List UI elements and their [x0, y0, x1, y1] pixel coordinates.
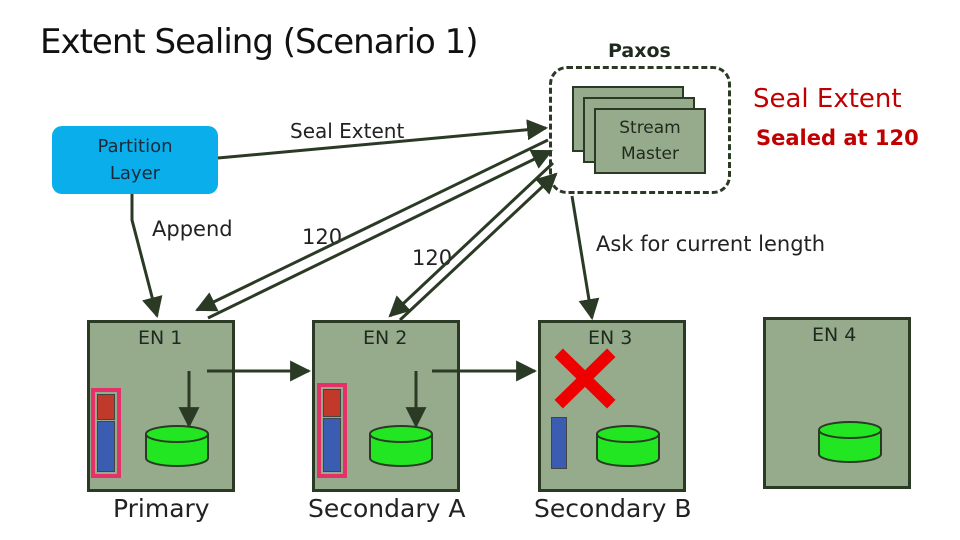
- stream-master-box: Stream Master: [594, 108, 706, 174]
- append-label: Append: [152, 217, 233, 241]
- reply-arrow-en1: [207, 149, 553, 320]
- extent-segment-outline: [91, 388, 121, 478]
- seal-extent-arrow-label: Seal Extent: [290, 119, 405, 143]
- page-title: Extent Sealing (Scenario 1): [40, 22, 478, 62]
- extent-node-4-label: EN 4: [812, 324, 857, 346]
- reply-arrow-en2: [398, 172, 558, 322]
- data-segment: [323, 418, 341, 472]
- data-segment: [97, 421, 115, 472]
- partition-layer-box: Partition Layer: [52, 126, 218, 194]
- extent-node-2-label: EN 2: [363, 327, 408, 349]
- disk-icon: [596, 425, 660, 467]
- append-arrow: [130, 194, 163, 319]
- query-arrow-en2: [388, 161, 555, 318]
- seal-extent-arrow: [217, 119, 549, 160]
- seal-extent-red-label: Seal Extent: [753, 84, 902, 114]
- sealed-at-label: Sealed at 120: [756, 126, 919, 150]
- role-secondary-b: Secondary B: [534, 494, 692, 523]
- sealed-segment: [97, 394, 115, 420]
- length-en1-label: 120: [302, 225, 343, 249]
- paxos-group: [549, 66, 731, 194]
- extent-segment-outline: [317, 383, 347, 478]
- disk-icon: [369, 425, 433, 467]
- role-secondary-a: Secondary A: [308, 494, 466, 523]
- extent-node-3-label: EN 3: [588, 327, 633, 349]
- disk-icon: [818, 421, 882, 463]
- disk-icon: [145, 425, 209, 467]
- data-segment: [551, 417, 567, 469]
- failure-cross-icon: [554, 348, 616, 409]
- role-primary: Primary: [113, 494, 210, 523]
- ask-current-length-label: Ask for current length: [596, 232, 826, 256]
- paxos-label: Paxos: [608, 40, 671, 62]
- sealed-segment: [323, 389, 341, 417]
- extent-node-1-label: EN 1: [138, 327, 183, 349]
- query-arrow-en1: [195, 138, 549, 312]
- ask-length-arrow-en3: [570, 195, 600, 321]
